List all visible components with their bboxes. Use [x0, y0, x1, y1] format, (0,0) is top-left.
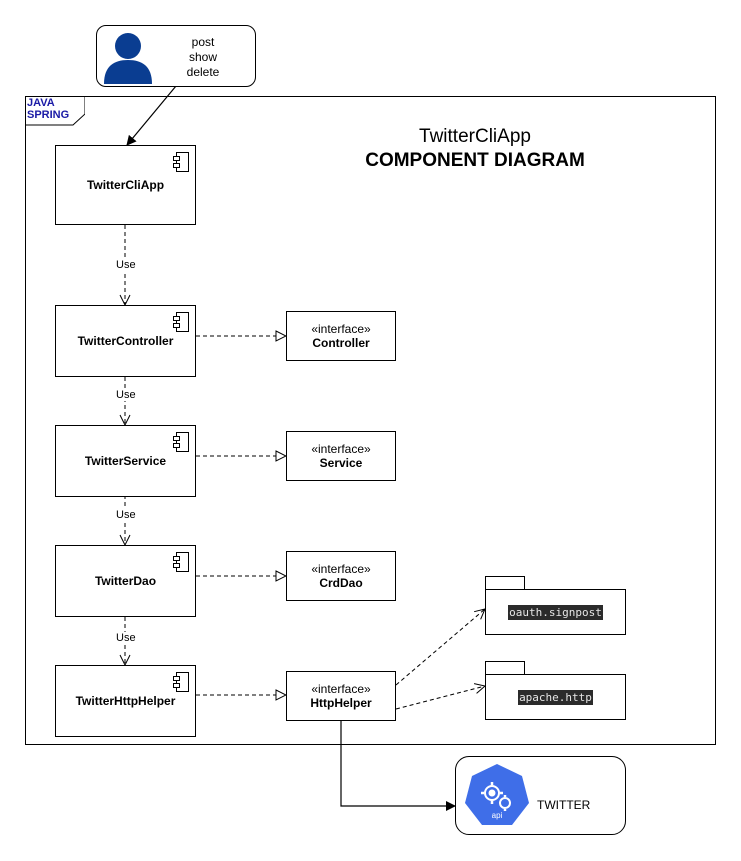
interface-label: CrdDao: [319, 576, 363, 590]
actor-association: [126, 85, 177, 146]
frame-label: JAVA SPRING: [27, 97, 69, 121]
user-icon: [104, 33, 152, 84]
component-twitter-http-helper[interactable]: TwitterHttpHelper: [55, 665, 196, 737]
frame-tab: [25, 96, 85, 126]
package-apache-http[interactable]: apache.http: [485, 674, 626, 720]
twitter-external-system[interactable]: api: [455, 756, 626, 835]
use-label: Use: [114, 632, 138, 644]
action-delete: delete: [186, 65, 220, 79]
component-label: TwitterDao: [94, 574, 157, 588]
interface-stereotype: «interface»: [311, 442, 371, 456]
interface-stereotype: «interface»: [311, 322, 371, 336]
action-show: show: [188, 50, 217, 64]
dependency-signpost: [395, 609, 485, 686]
frame-label-java: JAVA: [27, 97, 55, 109]
package-label: apache.http: [518, 689, 593, 705]
component-label: TwitterCliApp: [86, 178, 165, 192]
component-label: TwitterController: [77, 334, 174, 348]
package-label: oauth.signpost: [508, 604, 603, 620]
component-twitter-service[interactable]: TwitterService: [55, 425, 196, 497]
component-twitter-controller[interactable]: TwitterController: [55, 305, 196, 377]
action-post: post: [191, 35, 215, 49]
frame-label-spring: SPRING: [27, 109, 70, 121]
interface-stereotype: «interface»: [311, 562, 371, 576]
use-label: Use: [114, 389, 138, 401]
interface-label: Controller: [312, 336, 370, 350]
component-label: TwitterService: [84, 454, 167, 468]
user-actor: [96, 25, 256, 87]
diagram-subtitle: COMPONENT DIAGRAM: [365, 150, 585, 171]
component-icon: [173, 552, 189, 572]
api-icon: api: [465, 764, 529, 825]
component-icon: [173, 432, 189, 452]
actor-actions: post show delete: [180, 35, 226, 80]
http-connection-twitter: [336, 712, 456, 811]
interface-controller[interactable]: «interface» Controller: [286, 311, 396, 361]
component-label: TwitterHttpHelper: [75, 694, 176, 708]
component-icon: [173, 152, 189, 172]
interface-stereotype: «interface»: [311, 682, 371, 696]
package-oauth-signpost[interactable]: oauth.signpost: [485, 589, 626, 635]
component-icon: [173, 672, 189, 692]
component-icon: [173, 312, 189, 332]
package-tab: [485, 576, 525, 590]
twitter-label: TWITTER: [537, 798, 591, 812]
dependency-apache-http: [395, 686, 485, 710]
api-icon-label: api: [492, 811, 503, 820]
use-label: Use: [114, 259, 138, 271]
interface-service[interactable]: «interface» Service: [286, 431, 396, 481]
interface-label: Service: [319, 456, 363, 470]
interface-crd-dao[interactable]: «interface» CrdDao: [286, 551, 396, 601]
diagram-title: TwitterCliApp: [419, 126, 531, 147]
component-twitter-dao[interactable]: TwitterDao: [55, 545, 196, 617]
spring-frame: [25, 96, 716, 745]
interface-http-helper[interactable]: «interface» HttpHelper: [286, 671, 396, 721]
package-tab: [485, 661, 525, 675]
interface-label: HttpHelper: [310, 696, 372, 710]
use-label: Use: [114, 509, 138, 521]
component-twitter-cli-app[interactable]: TwitterCliApp: [55, 145, 196, 225]
